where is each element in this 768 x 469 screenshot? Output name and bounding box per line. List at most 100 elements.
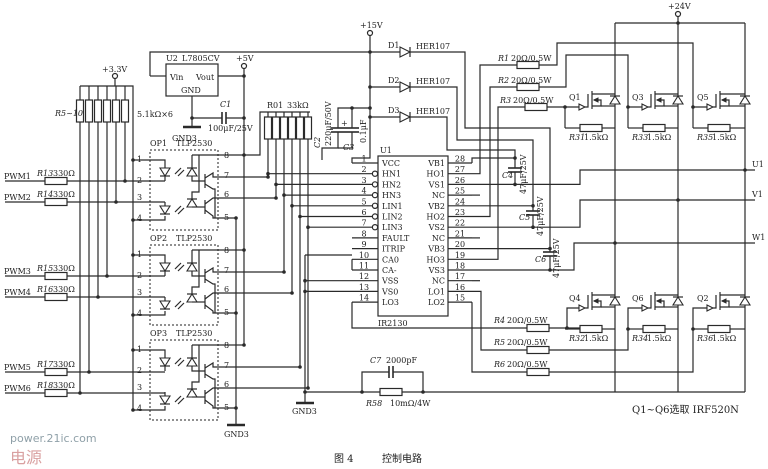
pin-name: VSS (381, 277, 399, 286)
pullup-resistor (84, 99, 94, 123)
wire (133, 254, 166, 263)
driver-ref: U1 (380, 146, 392, 155)
led-icon (159, 205, 171, 216)
junction-dot (306, 386, 310, 390)
plus3v3-label: +3.3V (102, 65, 127, 74)
mosfet-q2-gate-arrow (706, 304, 715, 312)
led-icon (159, 357, 171, 368)
pin-name: HN2 (382, 180, 401, 189)
transistor-collector (204, 387, 230, 395)
pin-name: VS1 (428, 180, 445, 189)
junction-dot (242, 153, 246, 157)
mosfet-ref: Q5 (697, 93, 709, 102)
wire (191, 345, 200, 389)
junction-dot (368, 85, 372, 89)
junction-dot (421, 390, 425, 394)
junction-dot (676, 21, 680, 25)
wire (321, 132, 339, 160)
led-icon (159, 300, 171, 311)
wire (191, 366, 205, 372)
optocoupler-part: TLP2530 (176, 329, 212, 338)
junction-dot (513, 156, 517, 160)
pin-name: LO1 (428, 287, 445, 296)
input-resistor-ref: R13 (36, 169, 53, 178)
mosfet-q1-body-arrow (592, 97, 599, 103)
mosfet-q2-body-arrow (720, 298, 727, 304)
light-arrow-icon (177, 302, 185, 310)
pin-number: 6 (361, 208, 366, 217)
pin-name: HO1 (426, 170, 445, 179)
pin-number: 18 (455, 262, 465, 271)
pin-name: LO2 (428, 298, 445, 307)
pullup-resistor (111, 99, 121, 123)
pin-name: CA0 (382, 255, 399, 264)
junction-dot (548, 246, 552, 251)
transistor-collector (204, 361, 230, 369)
pin-number: 1 (361, 155, 366, 164)
pullup-array-value: 5.1kΩ×6 (137, 110, 173, 119)
junction-dot (691, 105, 695, 109)
gs-resistor-ref: R34 (631, 334, 648, 343)
driver-part: IR2130 (378, 319, 408, 328)
gate-resistor-ref: R1 (497, 54, 509, 63)
junction-dot (298, 214, 302, 219)
diode-part: HER107 (416, 77, 450, 86)
polarity-plus-icon: + (341, 119, 348, 128)
wire (351, 36, 371, 163)
wire (472, 86, 517, 218)
mosfet-ref: Q4 (569, 294, 581, 303)
junction-dot (360, 390, 364, 394)
mosfet-q6-gate (648, 295, 652, 309)
pwm-input-label: PWM3 (4, 267, 31, 276)
pin-number: 5 (361, 197, 366, 206)
opto-pin-number: 7 (224, 171, 229, 180)
junction-dot (242, 248, 246, 252)
mosfet-q2-gate (713, 295, 717, 309)
wire (149, 51, 370, 76)
light-arrow-icon (174, 262, 182, 270)
mosfet-q4-gate-arrow (578, 304, 587, 312)
pin-number: 21 (455, 229, 465, 238)
inverting-bubble (371, 223, 379, 231)
pullup-resistor (120, 99, 130, 123)
watermark-logo: 电源 (10, 448, 42, 467)
wire (472, 169, 755, 185)
pwm-input-label: PWM2 (4, 193, 31, 202)
wire (471, 302, 527, 373)
shunt-resistor (379, 387, 403, 397)
pullup5-resistor (263, 116, 273, 140)
regulator-vout-pin: Vout (195, 73, 215, 82)
junction-dot (306, 225, 310, 229)
mosfet-q3-gate (648, 94, 652, 108)
opto-pin-number: 3 (137, 383, 142, 392)
plus24v-terminal (674, 10, 682, 18)
opto-pin-number: 7 (224, 361, 229, 370)
gs-resistor-ref: R33 (631, 133, 648, 142)
mosfet-q3-gate-arrow (641, 103, 650, 111)
junction-dot (350, 106, 354, 110)
junction-dot (131, 218, 135, 222)
input-resistor (44, 197, 68, 207)
pin-number: 9 (361, 240, 366, 249)
pin-number: 3 (361, 176, 366, 185)
mosfet-q6-gate-arrow (641, 304, 650, 312)
c5-value: 47μF/25V (536, 196, 545, 236)
pin-number: 10 (359, 251, 369, 260)
output-w-label: W1 (752, 233, 765, 242)
opto-pin-number: 4 (137, 214, 142, 223)
driver-ic-u1 (377, 155, 449, 317)
wire (472, 290, 527, 351)
pin-name: VS2 (428, 223, 445, 232)
c6-value: 47μF/25V (552, 238, 561, 278)
pin-name: HO2 (426, 213, 445, 222)
wire (191, 176, 205, 182)
pin-name: HO3 (426, 255, 445, 264)
pin-number: 22 (455, 219, 465, 228)
input-resistor-ref: R17 (36, 360, 54, 369)
pullup5-resistor (287, 116, 297, 140)
mosfet-q5-body-arrow (720, 97, 727, 103)
opto-pin-number: 4 (137, 404, 142, 413)
mosfet-q4-body-diode-icon (609, 295, 621, 306)
